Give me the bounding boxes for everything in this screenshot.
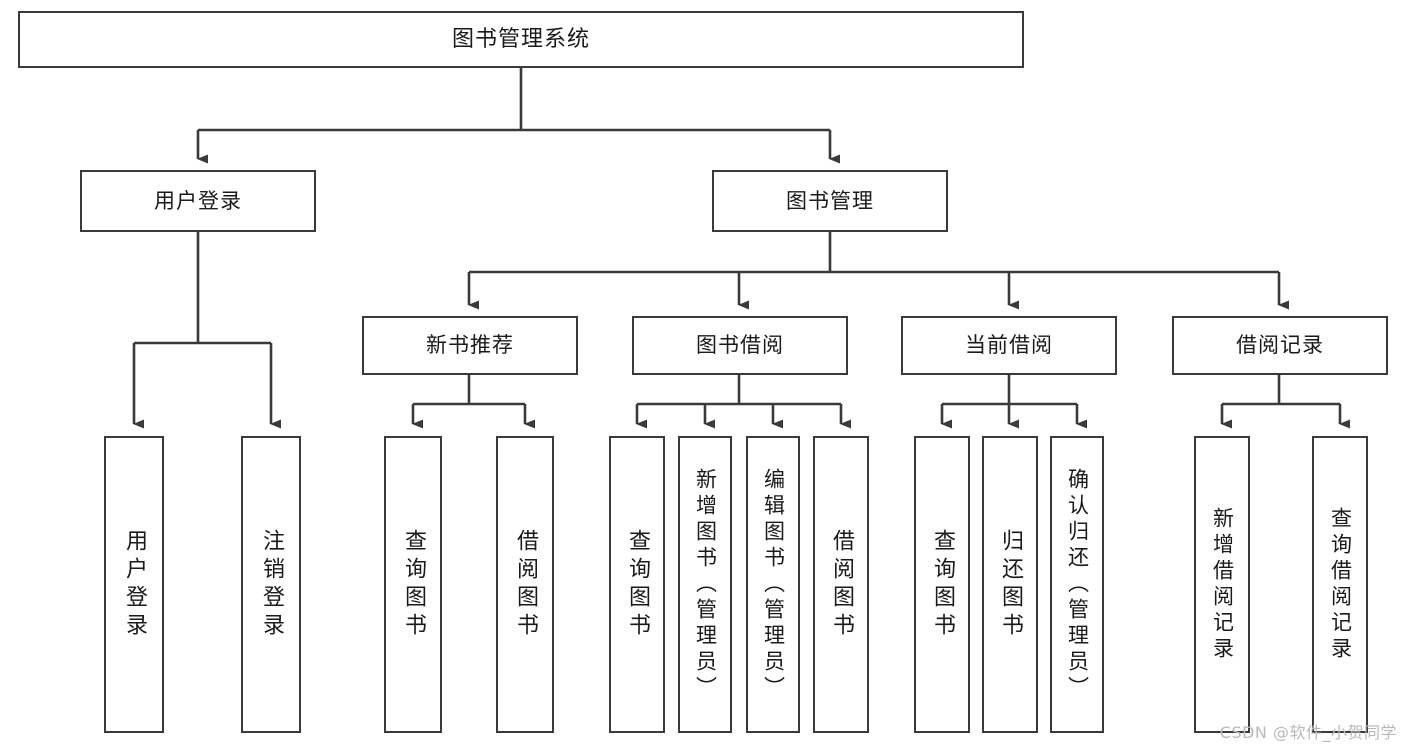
leaf-logout[interactable]: 注销登录: [241, 436, 301, 733]
leaf-add-book-admin[interactable]: 新增图书（管理员）: [678, 436, 732, 733]
leaf-query-borrow-record[interactable]: 查询借阅记录: [1312, 436, 1368, 733]
node-label: 借阅图书: [829, 528, 854, 641]
watermark-text: CSDN @软件_小贺同学: [1219, 723, 1397, 742]
leaf-return-books[interactable]: 归还图书: [982, 436, 1038, 733]
node-label: 归还图书: [998, 528, 1023, 641]
node-label: 借阅记录: [1236, 333, 1324, 358]
leaf-query-books-borrow[interactable]: 查询图书: [609, 436, 665, 733]
node-label: 用户登录: [154, 188, 242, 213]
node-label: 当前借阅: [965, 333, 1053, 358]
node-label: 图书管理系统: [451, 26, 590, 52]
node-label: 新增借阅记录: [1210, 506, 1235, 663]
node-label: 新增图书（管理员）: [693, 467, 718, 702]
leaf-query-books-recommend[interactable]: 查询图书: [384, 436, 442, 733]
node-label: 新书推荐: [426, 333, 514, 358]
node-root-system[interactable]: 图书管理系统: [18, 11, 1024, 68]
leaf-query-books-current[interactable]: 查询图书: [914, 436, 970, 733]
node-label: 查询图书: [401, 528, 426, 641]
node-new-book-recommend[interactable]: 新书推荐: [362, 316, 578, 375]
node-label: 注销登录: [259, 528, 284, 641]
leaf-borrow-books-borrow[interactable]: 借阅图书: [813, 436, 869, 733]
leaf-borrow-books-recommend[interactable]: 借阅图书: [496, 436, 554, 733]
node-label: 图书管理: [786, 188, 874, 213]
node-label: 查询借阅记录: [1328, 506, 1353, 663]
node-label: 编辑图书（管理员）: [761, 467, 786, 702]
node-book-borrow[interactable]: 图书借阅: [632, 316, 848, 375]
leaf-add-borrow-record[interactable]: 新增借阅记录: [1194, 436, 1250, 733]
node-label: 查询图书: [625, 528, 650, 641]
node-label: 确认归还（管理员）: [1065, 467, 1090, 702]
node-book-management[interactable]: 图书管理: [712, 170, 948, 232]
node-user-login[interactable]: 用户登录: [80, 170, 316, 232]
node-label: 用户登录: [122, 528, 147, 641]
node-label: 图书借阅: [696, 333, 784, 358]
node-borrow-records[interactable]: 借阅记录: [1172, 316, 1388, 375]
node-label: 借阅图书: [513, 528, 538, 641]
node-label: 查询图书: [930, 528, 955, 641]
leaf-confirm-return-admin[interactable]: 确认归还（管理员）: [1050, 436, 1104, 733]
leaf-user-login[interactable]: 用户登录: [104, 436, 164, 733]
node-current-borrow[interactable]: 当前借阅: [901, 316, 1117, 375]
leaf-edit-book-admin[interactable]: 编辑图书（管理员）: [746, 436, 800, 733]
